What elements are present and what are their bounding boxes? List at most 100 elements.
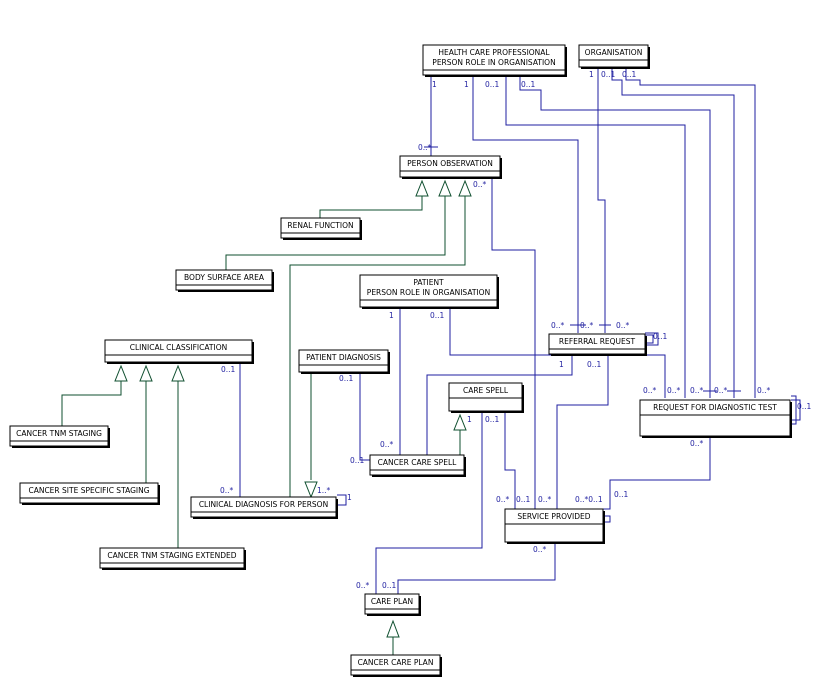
class-diagtest-name: REQUEST FOR DIAGNOSTIC TEST	[653, 403, 777, 412]
assoc-carespell-service	[504, 412, 516, 509]
class-cancerplan: CANCER CARE PLAN	[350, 654, 442, 677]
gen-arrow-tnm	[114, 364, 128, 382]
class-hcp-name: HEALTH CARE PROFESSIONAL	[438, 48, 550, 57]
gen-arrow-careplan	[386, 619, 400, 638]
class-refreq: REFERRAL REQUEST	[548, 333, 647, 356]
mult-pd-01: 0..1	[339, 374, 354, 383]
mult-hcp-01b: 0..1	[521, 80, 536, 89]
mult-sp-01-right: 0..1	[614, 490, 629, 499]
class-clinclass-box	[104, 339, 253, 363]
mult-dt-many-d: 0..*	[714, 386, 728, 395]
mult-org-01a: 0..1	[601, 70, 616, 79]
gen-renal-observation	[319, 196, 423, 218]
assoc-org-diagtest-a	[611, 68, 735, 398]
class-service: SERVICE PROVIDED	[504, 508, 605, 544]
class-hcp-name: PERSON ROLE IN ORGANISATION	[432, 58, 555, 67]
mult-rr-many-b: 0..*	[580, 321, 594, 330]
class-tnmext-name: CANCER TNM STAGING EXTENDED	[107, 551, 236, 560]
mult-rr-1: 1	[559, 360, 564, 369]
mult-patient-01: 0..1	[430, 311, 445, 320]
assoc-referral-service	[556, 355, 609, 509]
class-org-name: ORGANISATION	[585, 48, 643, 57]
assoc-patdiag-cancerspell	[359, 373, 372, 461]
mult-hcp-01a: 0..1	[485, 80, 500, 89]
mult-cd-1many: 1..*	[317, 486, 331, 495]
mult-dt-many-b: 0..*	[667, 386, 681, 395]
mult-ccs-many: 0..*	[380, 440, 394, 449]
class-cancerspell: CANCER CARE SPELL	[369, 454, 466, 477]
class-cancerplan-name: CANCER CARE PLAN	[358, 658, 434, 667]
gen-arrow-renal	[415, 179, 429, 197]
class-carespell: CARE SPELL	[448, 382, 524, 413]
assoc-observation-service	[491, 178, 536, 509]
class-patient-name: PERSON ROLE IN ORGANISATION	[367, 288, 490, 297]
class-sitestaging-name: CANCER SITE SPECIFIC STAGING	[28, 486, 149, 495]
class-diagtest-box	[639, 399, 791, 437]
mult-sp-many-a: 0..*	[496, 495, 510, 504]
mult-cp-01: 0..1	[382, 581, 397, 590]
assoc-service-careplan	[397, 543, 556, 594]
gen-clindiag-observation	[289, 196, 466, 497]
mult-hcp-1b: 1	[464, 80, 469, 89]
class-org: ORGANISATION	[578, 44, 650, 69]
class-obs: PERSON OBSERVATION	[399, 155, 502, 179]
mult-obs-many-right: 0..*	[473, 180, 487, 189]
assoc-referral-cancerspell	[426, 355, 573, 455]
mult-dt-01-self: 0..1	[797, 402, 812, 411]
mult-org-01b: 0..1	[622, 70, 637, 79]
mult-rr-many-a: 0..*	[551, 321, 565, 330]
mult-sp-many-01: 0..*0..1	[575, 495, 603, 504]
gen-arrow-bsa	[438, 179, 452, 197]
class-renal: RENAL FUNCTION	[280, 217, 362, 240]
class-obs-box	[399, 155, 501, 178]
mult-org-1: 1	[589, 70, 594, 79]
class-bsa: BODY SURFACE AREA	[175, 269, 274, 292]
mult-hcp-1a: 1	[432, 80, 437, 89]
class-clindiag: CLINICAL DIAGNOSIS FOR PERSON	[190, 496, 338, 519]
mult-cd-1: 1	[347, 493, 352, 502]
gen-bsa-observation	[225, 196, 446, 270]
gen-arrow-clindiag-obs	[458, 179, 472, 197]
class-obs-name: PERSON OBSERVATION	[407, 159, 493, 168]
assoc-service-self	[603, 515, 611, 523]
assoc-hcp-referral	[472, 76, 579, 333]
assoc-org-referral	[597, 68, 606, 333]
mult-cs-1: 1	[467, 415, 472, 424]
mult-dt-many-e: 0..*	[757, 386, 771, 395]
class-carespell-box	[448, 382, 523, 412]
mult-dt-many-c: 0..*	[690, 386, 704, 395]
class-careplan-name: CARE PLAN	[371, 597, 413, 606]
mult-cc-01: 0..1	[221, 365, 236, 374]
assoc-clindiag-self	[337, 494, 347, 506]
gen-arrow-patdiag	[304, 481, 318, 499]
mult-sp-many-b: 0..*	[538, 495, 552, 504]
assoc-referral-self-b	[645, 332, 659, 346]
class-renal-name: RENAL FUNCTION	[287, 221, 353, 230]
mult-sp-01: 0..1	[516, 495, 531, 504]
class-tnmext: CANCER TNM STAGING EXTENDED	[99, 547, 246, 570]
assoc-org-diagtest-b	[625, 68, 756, 398]
mult-cp-many: 0..*	[356, 581, 370, 590]
class-sitestaging: CANCER SITE SPECIFIC STAGING	[19, 482, 160, 505]
gen-arrow-tnmext	[171, 364, 185, 382]
gen-arrow-site	[139, 364, 153, 382]
mult-patient-1: 1	[389, 311, 394, 320]
class-cancerspell-name: CANCER CARE SPELL	[378, 458, 457, 467]
class-careplan: CARE PLAN	[364, 593, 421, 616]
assoc-diagtest-self-b	[791, 395, 797, 425]
class-clinclass: CLINICAL CLASSIFICATION	[104, 339, 254, 364]
assoc-hcp-diagtest-a	[505, 76, 686, 398]
class-patdiag-name: PATIENT DIAGNOSIS	[306, 353, 381, 362]
mult-cs-01: 0..1	[485, 415, 500, 424]
assoc-referral-self	[645, 334, 654, 344]
class-service-box	[504, 508, 604, 543]
class-patdiag-box	[298, 349, 389, 373]
class-tnm: CANCER TNM STAGING	[9, 425, 110, 448]
mult-rr-01-self: 0..1	[653, 332, 668, 341]
class-patient-name: PATIENT	[413, 278, 444, 287]
mult-rr-01-bottom: 0..1	[587, 360, 602, 369]
class-org-box	[578, 44, 649, 68]
class-diagtest: REQUEST FOR DIAGNOSTIC TEST	[639, 399, 792, 438]
mult-obs-many-top: 0..*	[418, 143, 432, 152]
